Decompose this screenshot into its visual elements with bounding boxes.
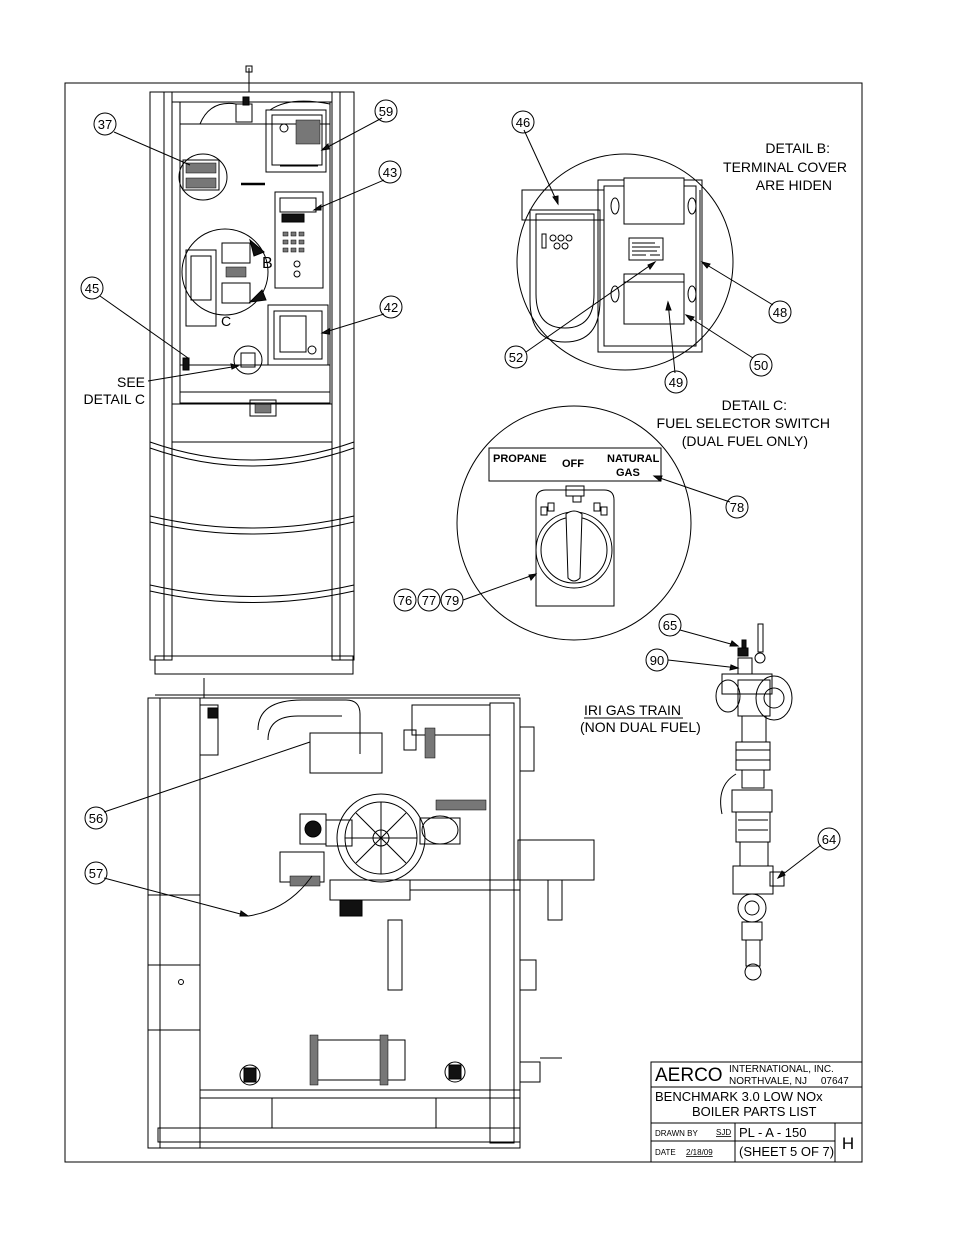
balloon-90: 90: [645, 648, 669, 672]
detail-b-line3: ARE HIDEN: [756, 177, 832, 193]
balloon-57: 57: [84, 861, 108, 885]
title-line1: BENCHMARK 3.0 LOW NOx: [655, 1089, 823, 1104]
detail-c-title: DETAIL C:: [722, 397, 787, 413]
balloon-50: 50: [749, 353, 773, 377]
company-line1: INTERNATIONAL, INC.: [729, 1064, 834, 1075]
detail-b-title: DETAIL B:: [765, 140, 830, 156]
svg-text:50: 50: [754, 358, 768, 373]
leaders-side: [103, 741, 313, 917]
switch-label-natural: NATURAL: [607, 453, 660, 465]
svg-text:90: 90: [650, 653, 664, 668]
drawn-by-value: SJD: [716, 1128, 731, 1137]
switch-label-propane: PROPANE: [493, 453, 547, 465]
balloon-79: 79: [440, 588, 464, 612]
detail-c-view: PROPANE OFF NATURAL GAS: [456, 405, 692, 641]
detail-c-line2: FUEL SELECTOR SWITCH: [657, 415, 830, 431]
title-line2: BOILER PARTS LIST: [692, 1104, 817, 1119]
callout-c-label: C: [221, 313, 231, 329]
gas-train-title: IRI GAS TRAIN: [584, 702, 681, 718]
title-block: AERCO INTERNATIONAL, INC. NORTHVALE, NJ …: [650, 1061, 863, 1163]
gas-train-subtitle: (NON DUAL FUEL): [580, 719, 701, 735]
drawing-number: PL - A - 150: [739, 1125, 806, 1140]
svg-text:46: 46: [516, 115, 530, 130]
drawn-by-label: DRAWN BY: [655, 1129, 698, 1138]
svg-text:48: 48: [773, 305, 787, 320]
balloon-37: 37: [93, 112, 117, 136]
svg-text:77: 77: [422, 593, 436, 608]
company-line2: NORTHVALE, NJ 07647: [729, 1076, 849, 1087]
detail-b-view: [516, 153, 734, 371]
see-detail-c-line2: DETAIL C: [84, 391, 145, 407]
callout-b-label: B: [262, 255, 273, 272]
balloon-52: 52: [504, 345, 528, 369]
drawing-border: [64, 82, 863, 1163]
svg-text:37: 37: [98, 117, 112, 132]
svg-text:65: 65: [663, 618, 677, 633]
detail-b-line2: TERMINAL COVER: [723, 159, 847, 175]
svg-text:79: 79: [445, 593, 459, 608]
svg-text:56: 56: [89, 811, 103, 826]
svg-text:45: 45: [85, 281, 99, 296]
balloon-43: 43: [378, 160, 402, 184]
balloon-59: 59: [374, 99, 398, 123]
switch-label-off: OFF: [562, 458, 584, 470]
leaders-front: [99, 117, 385, 382]
balloon-46: 46: [511, 110, 535, 134]
sheet-number: (SHEET 5 OF 7): [739, 1144, 834, 1159]
balloon-77: 77: [417, 588, 441, 612]
balloon-56: 56: [84, 806, 108, 830]
svg-text:52: 52: [509, 350, 523, 365]
date-label: DATE: [655, 1148, 676, 1157]
gas-train-view: [715, 623, 793, 981]
detail-c-line3: (DUAL FUEL ONLY): [682, 433, 808, 449]
svg-text:57: 57: [89, 866, 103, 881]
company-name: AERCO: [655, 1065, 723, 1086]
svg-text:42: 42: [384, 300, 398, 315]
date-value: 2/18/09: [686, 1148, 713, 1157]
leaders-gas-train: [667, 629, 822, 880]
svg-text:49: 49: [669, 375, 683, 390]
balloon-45: 45: [80, 276, 104, 300]
switch-label-gas: GAS: [616, 467, 640, 479]
see-detail-c-line1: SEE: [117, 374, 145, 390]
front-view: B C: [149, 65, 355, 675]
svg-text:43: 43: [383, 165, 397, 180]
leaders-detail-c: [462, 475, 731, 601]
svg-text:64: 64: [822, 832, 836, 847]
leaders-detail-b: [523, 129, 774, 374]
balloon-76: 76: [393, 588, 417, 612]
balloon-64: 64: [817, 827, 841, 851]
svg-text:78: 78: [730, 500, 744, 515]
balloon-65: 65: [658, 613, 682, 637]
svg-text:76: 76: [398, 593, 412, 608]
svg-text:59: 59: [379, 104, 393, 119]
balloon-49: 49: [664, 370, 688, 394]
balloon-48: 48: [768, 300, 792, 324]
balloon-78: 78: [725, 495, 749, 519]
side-view: [147, 678, 595, 1149]
revision-letter: H: [842, 1134, 854, 1153]
balloon-42: 42: [379, 295, 403, 319]
